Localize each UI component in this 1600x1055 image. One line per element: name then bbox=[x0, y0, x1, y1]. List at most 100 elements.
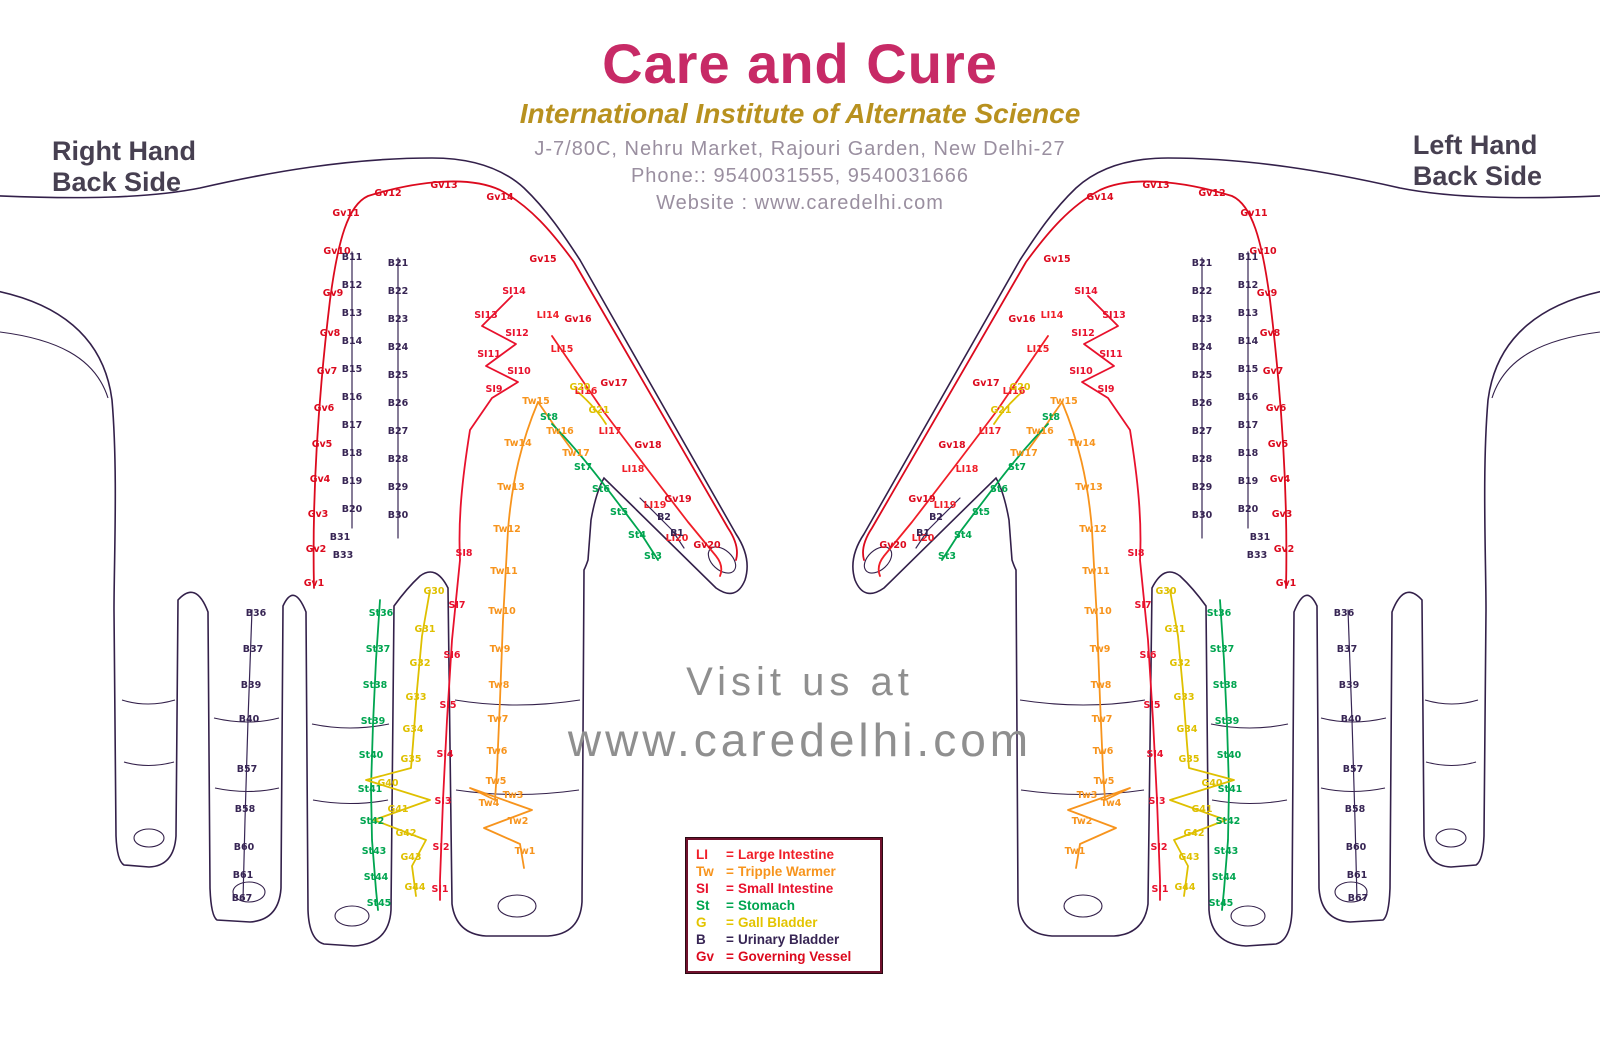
point-label-gv20: Gv20 bbox=[693, 540, 721, 551]
point-label-gv7: Gv7 bbox=[1263, 366, 1284, 377]
point-label-b58: B58 bbox=[1345, 804, 1366, 815]
point-label-gv5: Gv5 bbox=[1268, 439, 1289, 450]
point-label-si11: SI11 bbox=[477, 349, 501, 360]
legend-equals: = bbox=[726, 847, 734, 862]
point-label-st3: St3 bbox=[938, 551, 956, 562]
point-label-st39: St39 bbox=[361, 716, 386, 727]
point-label-st5: St5 bbox=[972, 507, 990, 518]
point-label-st37: St37 bbox=[1210, 644, 1235, 655]
point-label-b16: B16 bbox=[1238, 392, 1259, 403]
legend-abbr: St bbox=[696, 898, 710, 913]
point-label-tw12: Tw12 bbox=[493, 524, 520, 535]
point-label-g44: G44 bbox=[1174, 882, 1195, 893]
right-hand-illustration bbox=[0, 157, 749, 947]
point-label-b15: B15 bbox=[1238, 364, 1258, 375]
point-label-tw6: Tw6 bbox=[1093, 746, 1114, 757]
point-label-si13: SI13 bbox=[1102, 310, 1126, 321]
point-label-st43: St43 bbox=[362, 846, 387, 857]
point-label-gv6: Gv6 bbox=[1266, 403, 1287, 414]
left-hand-illustration bbox=[851, 157, 1600, 947]
point-label-tw16: Tw16 bbox=[546, 426, 574, 437]
point-label-li20: LI20 bbox=[666, 533, 689, 544]
point-label-b28: B28 bbox=[388, 454, 409, 465]
point-label-b58: B58 bbox=[235, 804, 256, 815]
point-label-li19: LI19 bbox=[644, 500, 667, 511]
legend-name: Governing Vessel bbox=[738, 949, 852, 964]
point-label-b26: B26 bbox=[1192, 398, 1213, 409]
point-label-gv8: Gv8 bbox=[1260, 328, 1281, 339]
point-label-si12: SI12 bbox=[1071, 328, 1095, 339]
legend-abbr: Gv bbox=[696, 949, 715, 964]
point-label-tw13: Tw13 bbox=[1075, 482, 1102, 493]
point-label-si6: SI6 bbox=[1140, 650, 1157, 661]
point-label-b21: B21 bbox=[1192, 258, 1212, 269]
point-label-li17: LI17 bbox=[979, 426, 1002, 437]
point-label-st41: St41 bbox=[358, 784, 383, 795]
point-label-tw9: Tw9 bbox=[490, 644, 511, 655]
point-label-si10: SI10 bbox=[507, 366, 531, 377]
right-hand-label-line1: Right Hand bbox=[52, 136, 196, 166]
legend-row-b: B=Urinary Bladder bbox=[696, 931, 872, 948]
point-label-g32: G32 bbox=[1169, 658, 1190, 669]
point-label-si7: SI7 bbox=[1135, 600, 1152, 611]
point-label-g20: G20 bbox=[1009, 382, 1030, 393]
point-label-si12: SI12 bbox=[505, 328, 529, 339]
point-label-b19: B19 bbox=[1238, 476, 1258, 487]
point-label-tw7: Tw7 bbox=[488, 714, 509, 725]
point-label-tw11: Tw11 bbox=[490, 566, 517, 577]
point-label-b19: B19 bbox=[342, 476, 362, 487]
legend-name: Large Intestine bbox=[738, 847, 835, 862]
point-label-tw6: Tw6 bbox=[487, 746, 508, 757]
point-label-g34: G34 bbox=[1176, 724, 1197, 735]
point-label-gv10: Gv10 bbox=[1249, 246, 1277, 257]
point-label-tw2: Tw2 bbox=[508, 816, 529, 827]
point-label-st6: St6 bbox=[990, 484, 1008, 495]
point-label-gv5: Gv5 bbox=[312, 439, 333, 450]
point-label-tw14: Tw14 bbox=[504, 438, 532, 449]
point-label-si14: SI14 bbox=[502, 286, 526, 297]
point-label-st4: St4 bbox=[954, 530, 972, 541]
point-label-gv15: Gv15 bbox=[1043, 254, 1070, 265]
point-label-gv1: Gv1 bbox=[304, 578, 325, 589]
legend-abbr: Tw bbox=[696, 864, 714, 879]
point-label-b25: B25 bbox=[1192, 370, 1212, 381]
point-label-g34: G34 bbox=[402, 724, 423, 735]
point-label-si7: SI7 bbox=[449, 600, 466, 611]
point-label-gv14: Gv14 bbox=[1086, 192, 1114, 203]
point-label-st36: St36 bbox=[1207, 608, 1232, 619]
point-label-gv16: Gv16 bbox=[564, 314, 592, 325]
legend-row-gv: Gv=Governing Vessel bbox=[696, 948, 872, 965]
left-hand-label-line2: Back Side bbox=[1412, 161, 1542, 192]
point-label-g21: G21 bbox=[990, 405, 1011, 416]
point-label-b27: B27 bbox=[388, 426, 408, 437]
point-label-gv19: Gv19 bbox=[664, 494, 691, 505]
point-label-si8: SI8 bbox=[456, 548, 473, 559]
point-label-tw15: Tw15 bbox=[1050, 396, 1077, 407]
point-label-b40: B40 bbox=[1341, 714, 1362, 725]
legend-equals: = bbox=[726, 915, 734, 930]
point-label-st3: St3 bbox=[644, 551, 662, 562]
point-label-tw4: Tw4 bbox=[479, 798, 500, 809]
point-label-g20: G20 bbox=[569, 382, 590, 393]
point-label-st39: St39 bbox=[1215, 716, 1240, 727]
point-label-g32: G32 bbox=[409, 658, 430, 669]
point-label-gv4: Gv4 bbox=[1270, 474, 1291, 485]
point-label-b31: B31 bbox=[330, 532, 350, 543]
point-label-tw12: Tw12 bbox=[1079, 524, 1106, 535]
legend-abbr: G bbox=[696, 915, 707, 930]
point-label-b21: B21 bbox=[388, 258, 408, 269]
point-label-b20: B20 bbox=[1238, 504, 1259, 515]
point-label-gv18: Gv18 bbox=[938, 440, 966, 451]
point-label-st6: St6 bbox=[592, 484, 610, 495]
point-label-st40: St40 bbox=[359, 750, 384, 761]
point-label-li20: LI20 bbox=[912, 533, 935, 544]
point-label-b24: B24 bbox=[1192, 342, 1213, 353]
point-label-tw14: Tw14 bbox=[1068, 438, 1096, 449]
point-label-st38: St38 bbox=[1213, 680, 1238, 691]
point-label-b11: B11 bbox=[1238, 252, 1258, 263]
point-label-tw13: Tw13 bbox=[497, 482, 524, 493]
point-label-b36: B36 bbox=[1334, 608, 1355, 619]
point-label-gv7: Gv7 bbox=[317, 366, 338, 377]
legend-name: Urinary Bladder bbox=[738, 932, 840, 947]
